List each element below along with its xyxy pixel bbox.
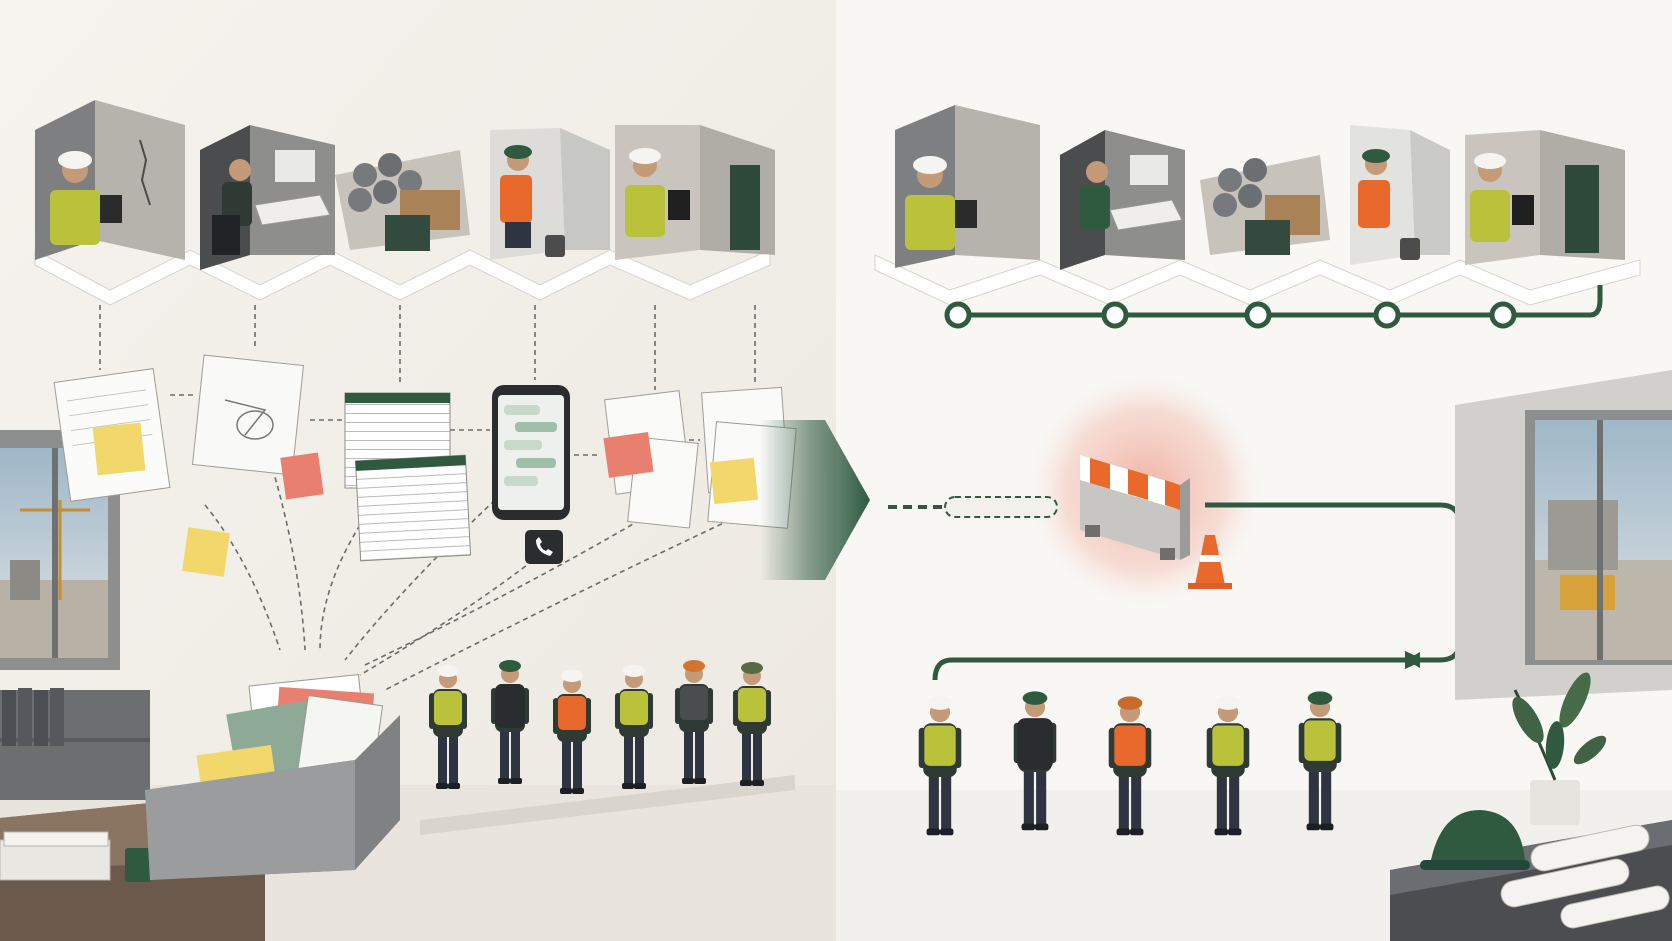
worker-1	[429, 665, 467, 789]
right-scene-strip	[874, 105, 1641, 306]
scene-drilling-work	[490, 128, 610, 260]
worker-4	[615, 665, 653, 789]
barrier-icon	[1080, 455, 1190, 560]
left-office-window	[0, 430, 120, 670]
right-timeline	[944, 285, 1603, 329]
blueprint-rolls	[1500, 824, 1670, 929]
timeline-node-3	[1244, 301, 1272, 329]
worker-2	[491, 660, 529, 784]
artifact-paper-report	[603, 390, 699, 529]
right-scene-door-checklist	[1465, 130, 1625, 265]
left-filing-binders	[0, 688, 150, 800]
phone-icon	[525, 530, 563, 564]
left-worker-queue	[420, 660, 795, 835]
right-worker-3	[1108, 696, 1152, 836]
right-worker-1	[918, 696, 962, 836]
sticky-note-yellow-loose	[182, 527, 230, 577]
right-worker-4	[1206, 696, 1250, 836]
right-worker-5	[1298, 691, 1342, 831]
sticky-note-salmon-2	[603, 431, 654, 478]
hard-hat-icon	[1420, 810, 1530, 870]
transition-arrow-icon	[760, 420, 870, 580]
worker-6	[733, 662, 771, 786]
worker-5	[675, 660, 713, 784]
worker-3	[553, 670, 591, 794]
artifact-smartphone-chat	[492, 385, 570, 564]
right-scene-material-storage	[1200, 155, 1330, 255]
right-scene-drilling-work	[1350, 125, 1450, 265]
scene-door-checklist	[615, 125, 775, 260]
right-office-window	[1455, 370, 1672, 700]
right-scene-wall-inspection	[895, 105, 1040, 268]
right-worker-2	[1013, 691, 1057, 831]
artifact-spreadsheet-printout	[344, 392, 472, 562]
right-worker-queue	[918, 691, 1342, 836]
right-desk	[1390, 810, 1672, 941]
plant-icon	[1512, 672, 1607, 825]
scene-wall-inspection	[35, 100, 185, 260]
artifact-spiral-notepad	[53, 368, 171, 502]
scene-material-storage	[335, 150, 470, 251]
timeline-node-5	[1489, 301, 1517, 329]
sticky-note-yellow-2	[709, 457, 759, 505]
timeline-node-1	[944, 301, 972, 329]
artifact-sketch-paper	[191, 354, 324, 500]
sticky-note-salmon	[280, 452, 324, 500]
timeline-node-4	[1373, 301, 1401, 329]
scene-site-office	[200, 125, 335, 270]
timeline-node-2	[1101, 301, 1129, 329]
traffic-cone-icon	[1188, 535, 1232, 589]
left-scene-strip	[34, 100, 775, 306]
right-scene-site-office	[1060, 130, 1185, 270]
sticky-note-yellow	[92, 422, 146, 476]
left-inbox-tray	[145, 674, 400, 880]
